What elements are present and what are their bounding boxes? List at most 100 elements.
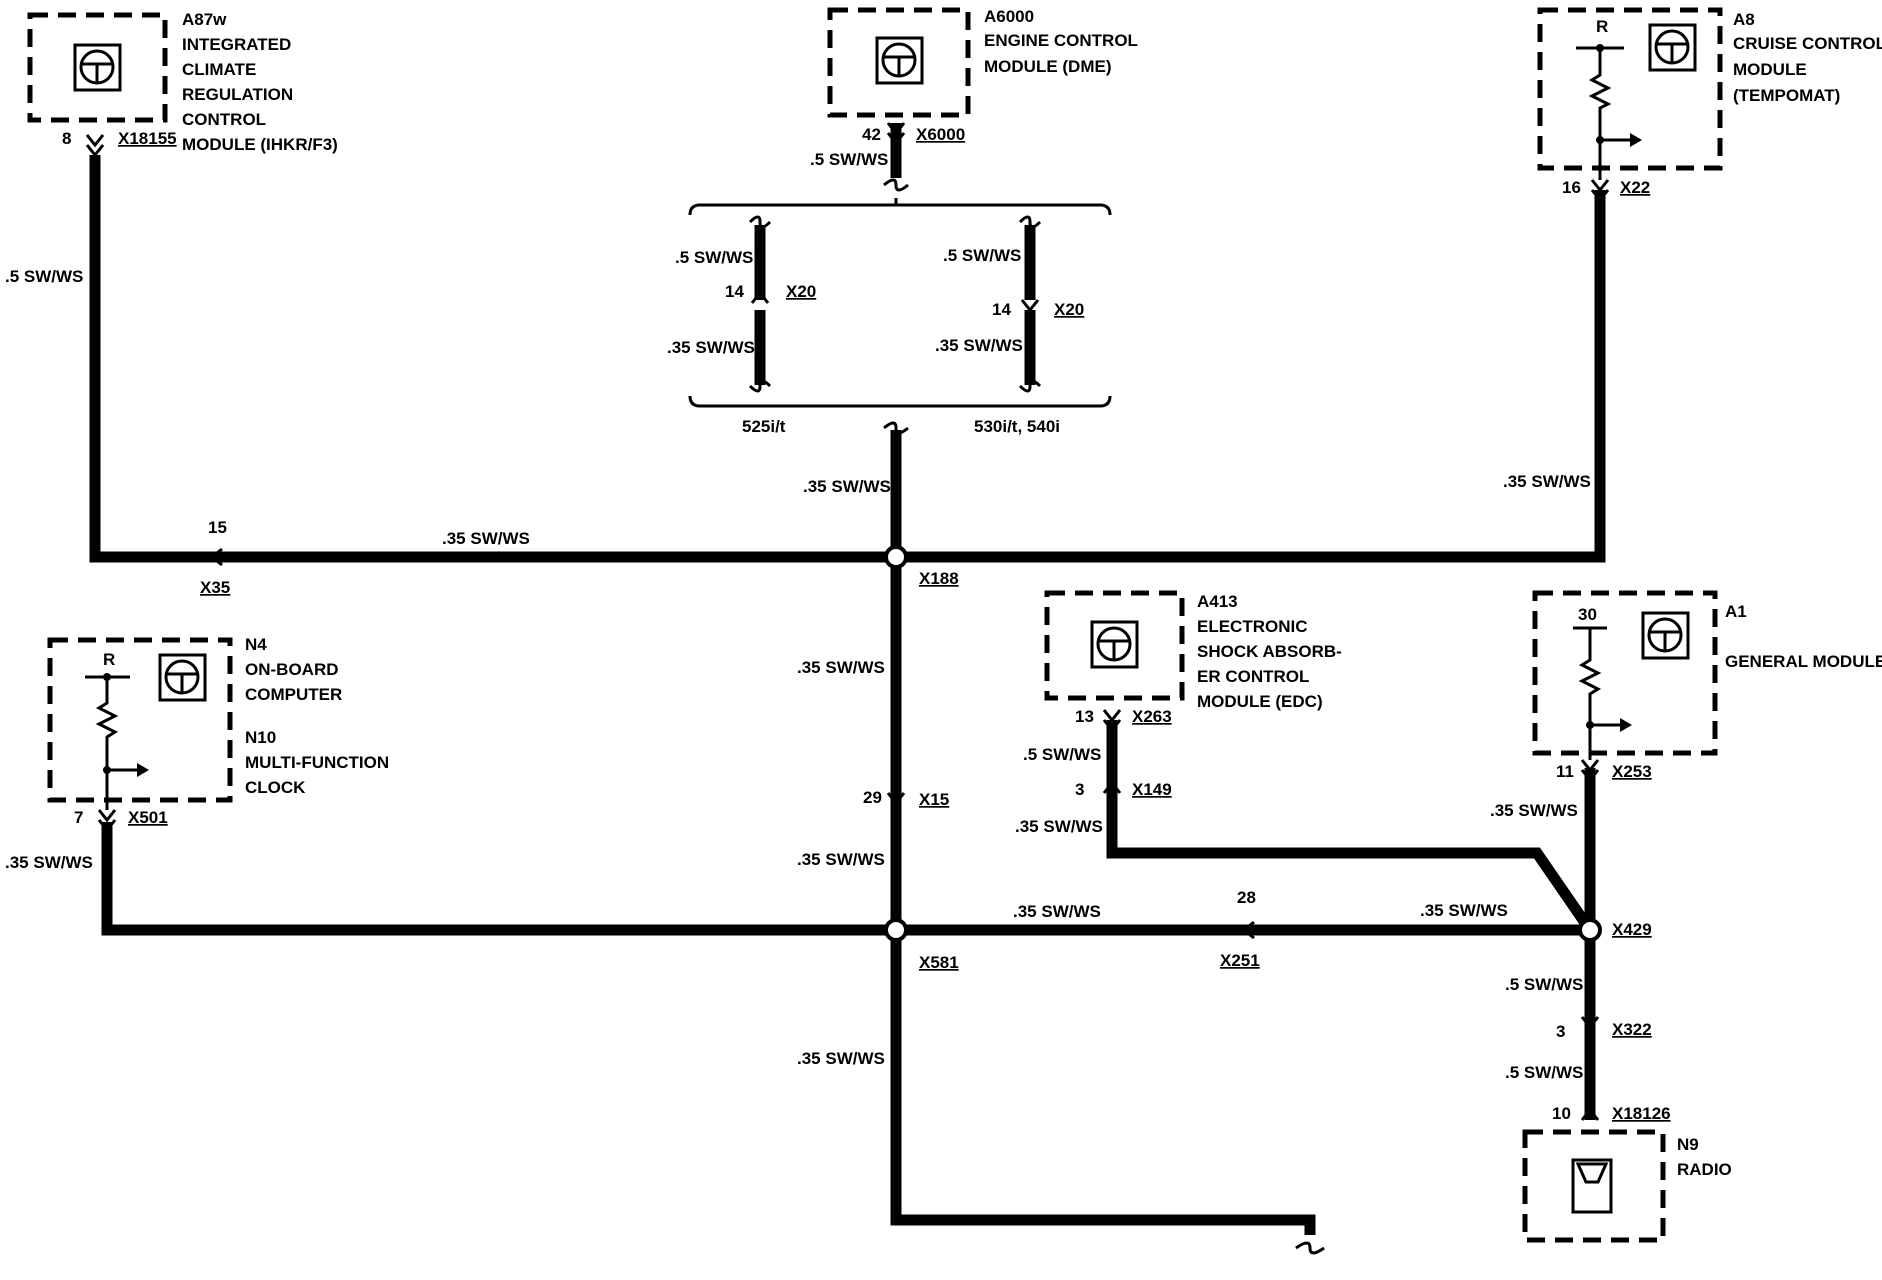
resistor-icon	[1573, 626, 1620, 760]
pin-number: 14	[992, 300, 1011, 319]
module-desc-line: SHOCK ABSORB-	[1197, 642, 1342, 661]
ecu-icon	[1648, 23, 1697, 72]
wire-label: .5 SW/WS	[1505, 1063, 1583, 1082]
chevron-x501	[97, 809, 117, 833]
ecu-icon	[158, 653, 207, 702]
module-code-n10: N10	[245, 728, 276, 747]
labels: A87w INTEGRATED CLIMATE REGULATION CONTR…	[5, 7, 1882, 1179]
module-desc-line: CLOCK	[245, 778, 306, 797]
module-code-a413: A413	[1197, 592, 1238, 611]
module-desc-line: ON-BOARD	[245, 660, 339, 679]
ecu-icon	[875, 36, 924, 85]
connector-name: X263	[1132, 707, 1172, 726]
chevron-x6000	[886, 122, 906, 146]
wire-label: .5 SW/WS	[5, 267, 83, 286]
ecu-icon	[1090, 620, 1139, 669]
module-a8	[1537, 7, 1723, 180]
node-dot	[1596, 44, 1604, 52]
pin-number: 28	[1237, 888, 1256, 907]
ecu-icon-mark	[166, 672, 198, 693]
pin-number: 16	[1562, 178, 1581, 197]
module-desc-line: RADIO	[1677, 1160, 1732, 1179]
splice-x188	[884, 545, 908, 569]
curl-dme	[883, 178, 909, 192]
arrow-icon	[1620, 718, 1632, 732]
connector-name: X20	[1054, 300, 1084, 319]
arrow-icon	[137, 763, 149, 777]
chevron-x149	[1102, 780, 1122, 794]
pin-number: 14	[725, 282, 744, 301]
module-a1	[1532, 590, 1718, 760]
wire-label: .35 SW/WS	[1503, 472, 1591, 491]
chevron-x20-right	[1020, 299, 1040, 313]
chevron-x263	[1102, 709, 1122, 733]
module-desc-line: ER CONTROL	[1197, 667, 1309, 686]
connector-name: X581	[919, 953, 959, 972]
pin-number: 15	[208, 518, 227, 537]
connector-name: X6000	[916, 125, 965, 144]
connector-name: X20	[786, 282, 816, 301]
pin-number: 11	[1556, 762, 1574, 781]
module-a87w	[27, 12, 168, 123]
connector-name: X251	[1220, 951, 1260, 970]
module-code-n4: N4	[245, 635, 267, 654]
curl-var-l-top	[748, 215, 772, 229]
connector-name: X18126	[1612, 1104, 1671, 1123]
module-desc-line: MODULE (DME)	[984, 57, 1111, 76]
wires	[89, 123, 1606, 1235]
splice-x581	[884, 918, 908, 942]
wire-label: .35 SW/WS	[803, 477, 891, 496]
module-box	[1537, 7, 1723, 171]
ecu-icon-mark	[883, 55, 915, 76]
module-desc-line: ENGINE CONTROL	[984, 31, 1138, 50]
wire-center	[890, 430, 1316, 1235]
pin-number: 13	[1075, 707, 1094, 726]
splice-x429	[1578, 918, 1602, 942]
wire-label: .5 SW/WS	[675, 248, 753, 267]
module-code-n9: N9	[1677, 1135, 1699, 1154]
connector-name: X188	[919, 569, 959, 588]
chevron-x253	[1580, 759, 1600, 783]
resistor-icon	[1576, 46, 1630, 180]
chevron-x18126	[1580, 1107, 1600, 1121]
connector-chevrons	[85, 122, 1610, 1121]
connector-name: X18155	[118, 129, 177, 148]
module-desc-line: ELECTRONIC	[1197, 617, 1308, 636]
bracket-bottom	[688, 395, 1112, 408]
internal-label: 30	[1578, 605, 1597, 624]
ecu-icon-mark	[1098, 639, 1130, 660]
connector-name: X429	[1612, 920, 1652, 939]
module-desc-line: CONTROL	[182, 110, 266, 129]
chevron-x251	[1241, 920, 1255, 940]
curl-var-l-bot	[748, 379, 772, 393]
module-desc-line: (TEMPOMAT)	[1733, 86, 1840, 105]
module-box	[1522, 1129, 1666, 1243]
internal-label: R	[103, 650, 115, 669]
pin-number: 10	[1552, 1104, 1571, 1123]
pin-number: 7	[74, 808, 83, 827]
connector-name: X22	[1620, 178, 1650, 197]
pin-number: 8	[62, 129, 71, 148]
arrow-icon	[1630, 133, 1642, 147]
wire-a87w	[89, 155, 896, 563]
module-box	[1532, 590, 1718, 756]
connector-name: X322	[1612, 1020, 1652, 1039]
wire-top-horizontal	[896, 190, 1606, 563]
module-code-a87w: A87w	[182, 10, 227, 29]
chevron-x18155	[85, 134, 105, 158]
curl-end	[1295, 1241, 1325, 1255]
wire-label: .35 SW/WS	[1420, 901, 1508, 920]
wire-breaks	[748, 178, 1325, 1255]
wire-edc	[1106, 720, 1595, 934]
module-desc-line: REGULATION	[182, 85, 293, 104]
pin-number: 3	[1075, 780, 1084, 799]
variant-label: 530i/t, 540i	[974, 417, 1060, 436]
module-n9	[1522, 1129, 1666, 1243]
module-code-a8: A8	[1733, 10, 1755, 29]
module-n4	[47, 637, 233, 810]
connector-name: X501	[128, 808, 168, 827]
node-dot	[103, 673, 111, 681]
splices	[884, 545, 1602, 942]
module-box	[27, 12, 168, 123]
wire-label: .5 SW/WS	[943, 246, 1021, 265]
